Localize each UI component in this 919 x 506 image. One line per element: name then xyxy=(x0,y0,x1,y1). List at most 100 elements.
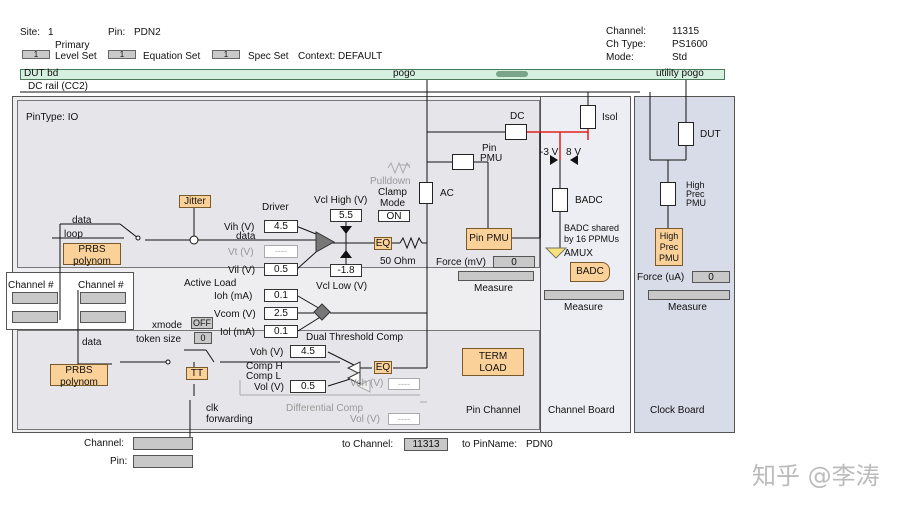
vt-label: Vt (V) xyxy=(228,247,254,258)
vt-input[interactable]: ---- xyxy=(264,245,298,258)
data-label-3: data xyxy=(82,337,102,348)
to-pinname-label: to PinName: xyxy=(462,439,518,450)
channel-board-title: Channel Board xyxy=(548,405,615,416)
vcom-label: Vcom (V) xyxy=(214,309,256,320)
pin-label: Pin: xyxy=(108,27,126,38)
prbs-label-3: PRBS xyxy=(65,365,93,376)
vil-input[interactable]: 0.5 xyxy=(264,263,298,276)
vcl-low-label: Vcl Low (V) xyxy=(316,281,368,292)
pos-8v-label: 8 V xyxy=(566,147,582,158)
clamp-mode-label-1: Clamp xyxy=(378,187,407,198)
pin-pmu-button[interactable]: Pin PMU xyxy=(466,228,512,250)
channel-board-measure-field[interactable] xyxy=(544,290,624,300)
comp-l-label: Comp L xyxy=(246,371,282,382)
voh-label: Voh (V) xyxy=(250,347,284,358)
prbs-label-4: polynom xyxy=(60,377,98,388)
channel-label: Channel: xyxy=(606,26,647,37)
loop-label: loop xyxy=(64,229,83,240)
vol-input[interactable]: 0.5 xyxy=(290,380,326,393)
channel-hash-field-2[interactable] xyxy=(80,292,126,304)
primary-level-set-label-1: Primary xyxy=(55,40,90,51)
vil-label: Vil (V) xyxy=(228,265,256,276)
jitter-button[interactable]: Jitter xyxy=(179,195,211,208)
channel-hash-field-4[interactable] xyxy=(80,311,126,323)
channel-hash-label-1: Channel # xyxy=(8,280,54,291)
clamp-mode-input[interactable]: ON xyxy=(378,210,410,222)
tt-button[interactable]: TT xyxy=(186,367,208,380)
vih-input[interactable]: 4.5 xyxy=(264,220,298,233)
clock-board-measure-field[interactable] xyxy=(648,290,730,300)
term-load-button[interactable]: TERM LOAD xyxy=(462,348,524,376)
to-channel-label: to Channel: xyxy=(342,439,394,450)
channel-hash-field-1[interactable] xyxy=(12,292,58,304)
pin-pmu-switch[interactable] xyxy=(452,154,474,170)
spec-set-label: Spec Set xyxy=(248,51,289,62)
voh2-input[interactable]: ---- xyxy=(388,378,420,390)
pin-measure-field[interactable] xyxy=(458,271,534,281)
force-mv-input[interactable]: 0 xyxy=(493,256,535,268)
ac-switch[interactable] xyxy=(419,182,433,204)
badc-button[interactable]: BADC xyxy=(570,262,610,282)
chtype-value: PS1600 xyxy=(672,39,708,50)
pogo-connector-icon xyxy=(496,71,528,77)
term-load-label-1: TERM xyxy=(478,351,508,362)
primary-level-set-field[interactable]: 1 xyxy=(22,50,50,59)
pulldown-label: Pulldown xyxy=(370,176,411,187)
dc-switch[interactable] xyxy=(505,124,527,140)
footer-channel-label: Channel: xyxy=(84,438,125,449)
voh-input[interactable]: 4.5 xyxy=(290,345,326,358)
vcl-low-input[interactable]: -1.8 xyxy=(330,264,362,277)
mode-value: Std xyxy=(672,52,688,63)
pin-pmu-label-1: Pin xyxy=(482,143,497,154)
vol2-label: Vol (V) xyxy=(350,414,381,425)
ioh-input[interactable]: 0.1 xyxy=(264,289,298,302)
vcl-high-label: Vcl High (V) xyxy=(314,195,368,206)
spec-set-field[interactable]: 1 xyxy=(212,50,240,59)
prbs-polynom-button-bottom[interactable]: PRBS polynom xyxy=(50,364,108,388)
force-ua-label: Force (uA) xyxy=(637,272,685,283)
footer-channel-field[interactable] xyxy=(133,437,193,450)
force-mv-label: Force (mV) xyxy=(436,257,486,268)
amux-label: AMUX xyxy=(564,248,593,259)
high-prec-pmu-button[interactable]: High Prec PMU xyxy=(655,228,683,266)
high-prec-label-1: High xyxy=(686,180,705,190)
xmode-label: xmode xyxy=(152,320,183,331)
footer-pin-field[interactable] xyxy=(133,455,193,468)
token-size-input[interactable]: 0 xyxy=(194,332,212,344)
isol-switch[interactable] xyxy=(580,105,596,129)
ohm-label: 50 Ohm xyxy=(380,256,416,267)
chtype-label: Ch Type: xyxy=(606,39,646,50)
clk-forwarding-label-2: forwarding xyxy=(206,414,253,425)
vcom-input[interactable]: 2.5 xyxy=(264,307,298,320)
badc-shared-label-1: BADC shared xyxy=(564,223,620,233)
data-label-2: data xyxy=(236,231,256,242)
term-load-label-2: LOAD xyxy=(479,363,507,374)
prbs-label-2: polynom xyxy=(73,256,111,267)
pin-channel-title: Pin Channel xyxy=(466,405,521,416)
dut-switch[interactable] xyxy=(678,122,694,146)
equation-set-field[interactable]: 1 xyxy=(108,50,136,59)
iol-input[interactable]: 0.1 xyxy=(264,325,298,338)
xmode-input[interactable]: OFF xyxy=(191,317,213,329)
vol2-input[interactable]: ---- xyxy=(388,413,420,425)
iol-label: Iol (mA) xyxy=(220,327,255,338)
hp-pmu-label-1: High xyxy=(659,231,679,241)
force-ua-input[interactable]: 0 xyxy=(692,271,730,283)
channel-hash-field-3[interactable] xyxy=(12,311,58,323)
driver-label: Driver xyxy=(262,202,289,213)
badc-switch[interactable] xyxy=(552,188,568,212)
channel-value: 11315 xyxy=(672,26,700,37)
site-label: Site: xyxy=(20,27,41,38)
to-channel-field[interactable]: 11313 xyxy=(404,438,448,451)
high-prec-pmu-switch[interactable] xyxy=(660,182,676,206)
context-label: Context: DEFAULT xyxy=(298,51,383,62)
utility-pogo-label: utility pogo xyxy=(656,68,704,79)
to-pinname-value: PDN0 xyxy=(526,439,553,450)
badc-shared-label-2: by 16 PPMUs xyxy=(564,234,620,244)
clock-board-title: Clock Board xyxy=(650,405,705,416)
vcl-high-input[interactable]: 5.5 xyxy=(330,209,362,222)
prbs-polynom-button-top[interactable]: PRBS polynom xyxy=(63,243,121,267)
prbs-label-1: PRBS xyxy=(78,244,106,255)
hp-pmu-label-2: Prec xyxy=(659,242,679,252)
dut-bd-label: DUT bd xyxy=(24,68,59,79)
